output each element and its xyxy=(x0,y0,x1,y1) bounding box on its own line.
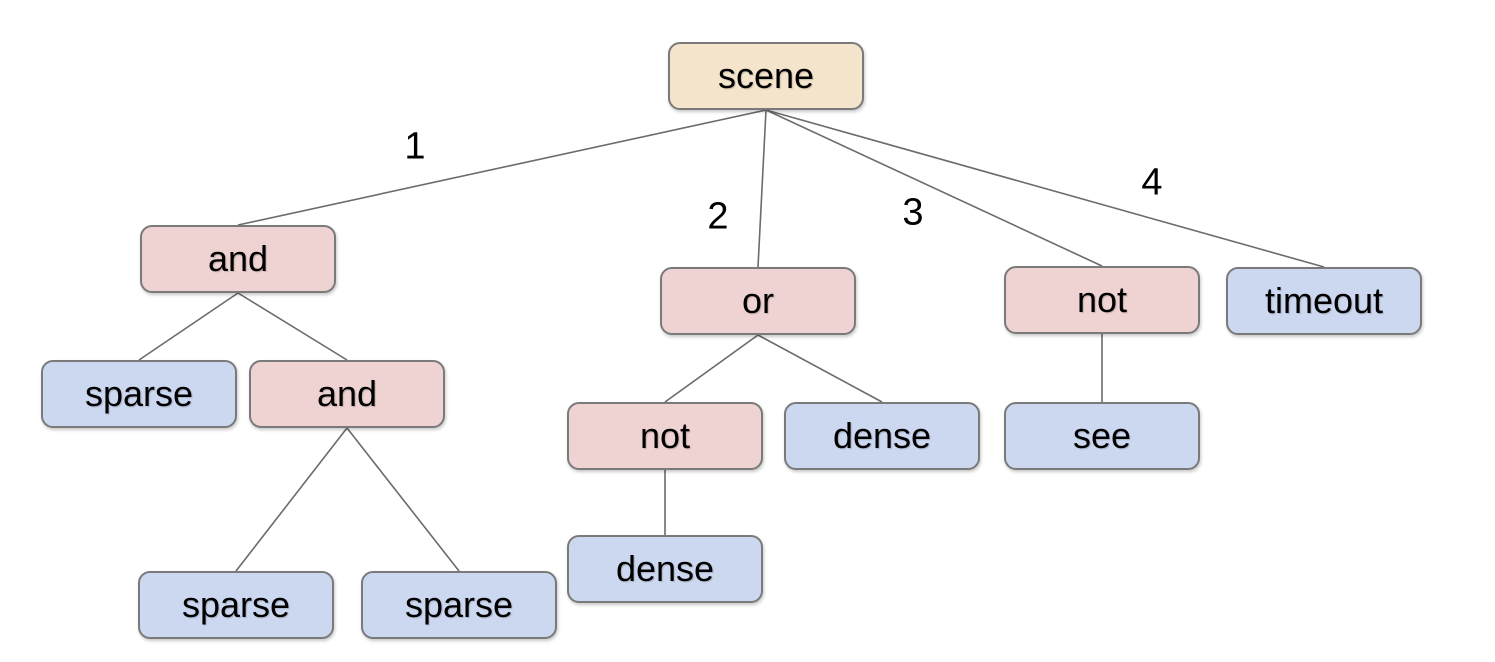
node-scene: scene xyxy=(668,42,864,110)
node-and: and xyxy=(140,225,336,293)
node-and-nested: and xyxy=(249,360,445,428)
node-not-nested: not xyxy=(567,402,763,470)
node-dense: dense xyxy=(784,402,980,470)
node-timeout: timeout xyxy=(1226,267,1422,335)
edge-or-dense xyxy=(757,334,883,403)
node-or: or xyxy=(660,267,856,335)
node-not: not xyxy=(1004,266,1200,334)
edge-and-and xyxy=(237,292,348,361)
edge-and-sparse xyxy=(138,292,239,361)
edge-and2-sparse-left xyxy=(235,427,348,572)
edge-scene-timeout xyxy=(765,109,1325,268)
node-see: see xyxy=(1004,402,1200,470)
edge-scene-not xyxy=(765,109,1103,267)
edge-label-2: 2 xyxy=(707,195,729,238)
edge-and2-sparse-right xyxy=(346,427,460,572)
node-dense-bottom: dense xyxy=(567,535,763,603)
node-sparse: sparse xyxy=(41,360,237,428)
edge-label-1: 1 xyxy=(404,125,426,168)
edge-scene-or xyxy=(757,109,767,268)
edge-label-3: 3 xyxy=(902,191,924,234)
node-sparse-bottom-left: sparse xyxy=(138,571,334,639)
edge-label-4: 4 xyxy=(1141,161,1163,204)
node-sparse-bottom-right: sparse xyxy=(361,571,557,639)
edge-scene-and xyxy=(237,109,767,226)
edge-or-not xyxy=(664,334,759,403)
